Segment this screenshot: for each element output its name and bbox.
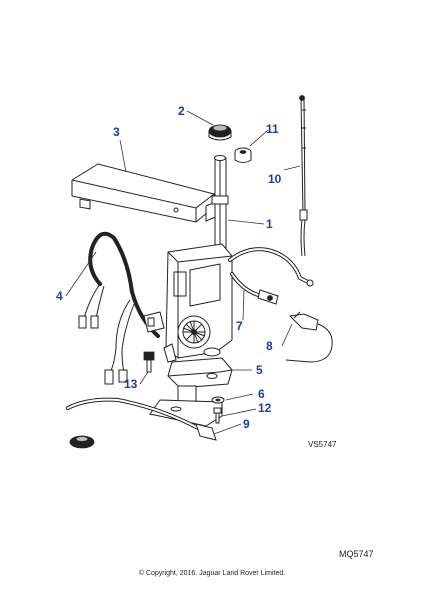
callout-7: 7 [236,319,243,333]
callout-10: 10 [268,172,282,186]
callout-5: 5 [256,363,263,377]
spacer-drawing [234,147,252,163]
nut-drawing [208,124,232,141]
callout-8: 8 [266,339,273,353]
bolt-drawing [143,351,155,373]
drain-tube-drawing [66,397,217,449]
drawing-reference: VS5747 [308,440,337,449]
callout-11: 11 [266,122,279,136]
whip-antenna-drawing [299,95,308,257]
leader-lines [65,110,301,435]
motor-cable-drawing [228,247,314,305]
callout-13: 13 [124,377,138,391]
wiring-harness-drawing [78,231,165,385]
callout-6: 6 [258,387,265,401]
aerial-lead-drawing [285,311,333,363]
callout-2: 2 [178,104,185,118]
lower-bracket-drawing [149,343,233,427]
antenna-mast-drawing [211,155,229,259]
callout-12: 12 [258,401,272,415]
callout-4: 4 [56,289,63,303]
washer-screw-drawing [211,396,225,424]
callout-9: 9 [243,417,250,431]
callout-1: 1 [266,217,273,231]
copyright-notice: © Copyright, 2016. Jaguar Land Rover Lim… [138,570,286,577]
page-reference: MQ5747 [339,549,374,559]
callout-labels: 1 2 3 4 5 6 7 8 9 10 11 12 13 [56,104,282,431]
motor-housing-drawing [165,243,233,359]
callout-3: 3 [113,125,120,139]
mounting-bracket-drawing [71,163,219,223]
